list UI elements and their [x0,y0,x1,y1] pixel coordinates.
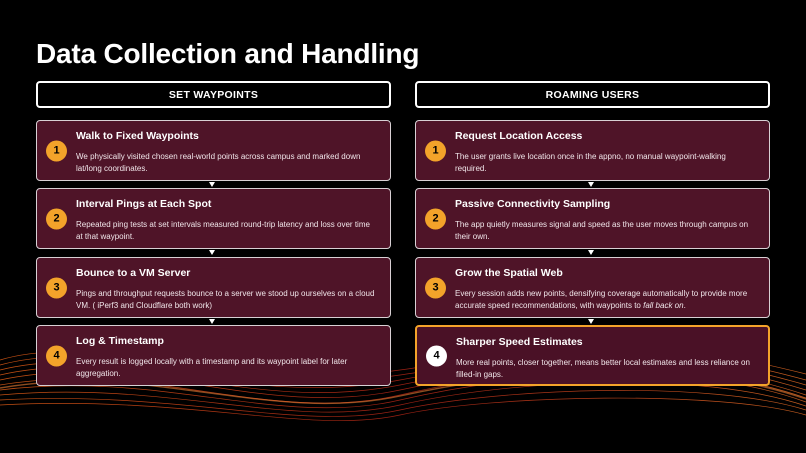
step-card-log-timestamp: 4 Log & Timestamp Every result is logged… [36,325,391,386]
step-description: More real points, closer together, means… [456,358,750,379]
column-set-waypoints: SET WAYPOINTS 1 Walk to Fixed Waypoints … [36,81,391,386]
step-description: Pings and throughput requests bounce to … [76,289,375,310]
arrow-down-icon [209,182,215,187]
arrow-down-icon [588,250,594,255]
step-number-badge: 1 [46,140,67,161]
step-card-passive-sampling: 2 Passive Connectivity Sampling The app … [415,188,770,249]
step-title: Interval Pings at Each Spot [76,198,212,210]
step-description: Every result is logged locally with a ti… [76,357,348,378]
arrow-down-icon [209,319,215,324]
step-title: Walk to Fixed Waypoints [76,130,199,142]
arrow-down-icon [209,250,215,255]
step-title: Sharper Speed Estimates [456,336,583,348]
step-description: We physically visited chosen real-world … [76,152,361,173]
step-description-text: Every session adds new points, densifyin… [455,289,748,310]
step-number-badge: 2 [46,208,67,229]
step-description-end: . [683,300,686,310]
column-header-roaming-users: ROAMING USERS [415,81,770,108]
step-number-badge: 1 [425,140,446,161]
arrow-down-icon [588,182,594,187]
step-description: Repeated ping tests at set intervals mea… [76,220,370,241]
step-card-vm-server: 3 Bounce to a VM Server Pings and throug… [36,257,391,318]
step-description: The app quietly measures signal and spee… [455,220,749,241]
step-card-speed-estimates: 4 Sharper Speed Estimates More real poin… [415,325,770,386]
step-card-location-access: 1 Request Location Access The user grant… [415,120,770,181]
step-title: Grow the Spatial Web [455,267,563,279]
step-number-badge: 3 [425,277,446,298]
step-card-spatial-web: 3 Grow the Spatial Web Every session add… [415,257,770,318]
page-title: Data Collection and Handling [36,38,420,69]
step-title: Bounce to a VM Server [76,267,191,279]
step-number-badge: 4 [46,345,67,366]
step-description: The user grants live location once in th… [455,152,726,173]
column-header-set-waypoints: SET WAYPOINTS [36,81,391,108]
arrow-down-icon [588,319,594,324]
step-description: Every session adds new points, densifyin… [455,288,755,311]
step-title: Request Location Access [455,130,583,142]
step-card-walk-waypoints: 1 Walk to Fixed Waypoints We physically … [36,120,391,181]
step-title: Passive Connectivity Sampling [455,198,611,210]
column-roaming-users: ROAMING USERS 1 Request Location Access … [415,81,770,386]
step-description-emphasis: fall back on [643,300,684,310]
step-number-badge: 2 [425,208,446,229]
step-number-badge: 3 [46,277,67,298]
step-number-badge: 4 [426,345,447,366]
step-title: Log & Timestamp [76,335,164,347]
step-card-interval-pings: 2 Interval Pings at Each Spot Repeated p… [36,188,391,249]
